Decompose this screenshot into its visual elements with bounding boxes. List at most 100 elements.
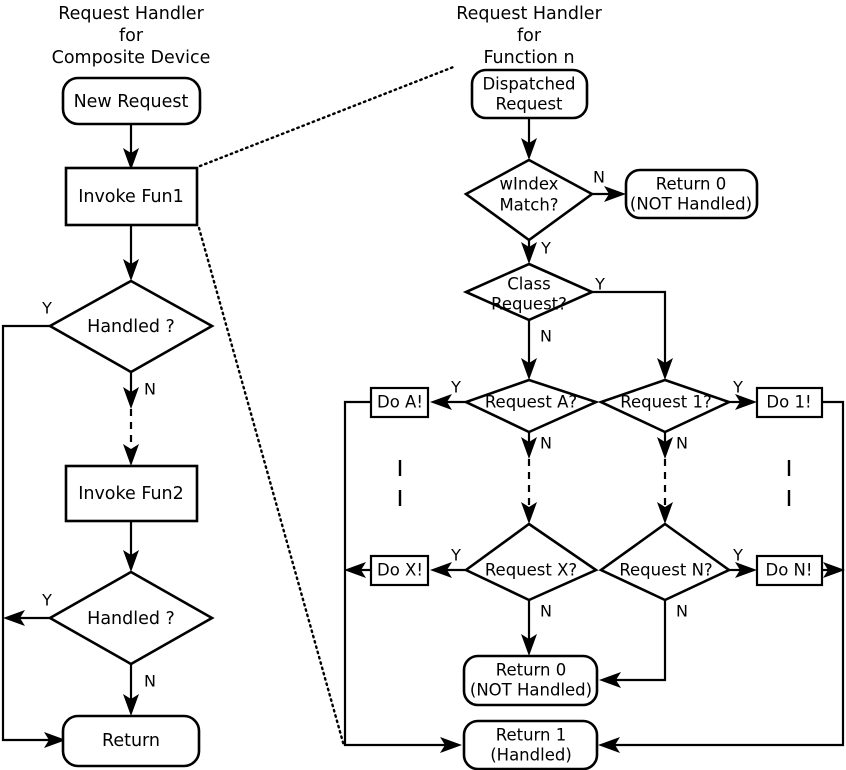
node-request-a-label: Request A? — [485, 393, 577, 412]
node-invoke-fun1[interactable]: Invoke Fun1 — [64, 166, 199, 227]
node-request-x-label: Request X? — [485, 561, 577, 580]
node-return0-top[interactable]: Return 0 (NOT Handled) — [624, 168, 759, 220]
edge-label-handled1-no: N — [144, 380, 156, 399]
edge-label-requesta-yes: Y — [450, 378, 461, 397]
node-do-x[interactable]: Do X! — [369, 554, 430, 587]
arrowhead-handled1 — [123, 259, 139, 281]
arrowhead-do-x-bus — [344, 562, 366, 578]
wire-do-a-bus — [343, 400, 450, 747]
edge-label-handled2-yes: Y — [41, 591, 52, 610]
wire-handled1-yes-bus — [1, 324, 55, 742]
node-request-1-label: Request 1? — [620, 393, 712, 412]
node-do-a[interactable]: Do A! — [369, 386, 430, 419]
node-class-request[interactable]: Class Request? — [462, 262, 596, 322]
node-class-request-line1: Class — [507, 275, 550, 294]
title-right-line3: Function n — [483, 48, 574, 68]
node-return1[interactable]: Return 1 (Handled) — [462, 719, 599, 770]
arrowhead-do-n-bus — [823, 562, 845, 578]
arrowhead-return1-left — [440, 737, 462, 753]
node-return1-shape — [462, 719, 599, 770]
arrowhead-request-1 — [657, 358, 673, 380]
node-return0-top-line2: (NOT Handled) — [630, 195, 752, 214]
node-return0-bottom-line2: (NOT Handled) — [470, 681, 592, 700]
arrowhead-return0-top — [604, 186, 626, 202]
node-invoke-fun2[interactable]: Invoke Fun2 — [64, 464, 199, 523]
node-return0-top-shape — [624, 168, 759, 220]
title-left-line2: for — [119, 26, 144, 46]
arrowhead-class-request — [521, 242, 537, 264]
title-right-line1: Request Handler — [456, 4, 602, 24]
node-class-request-shape — [462, 262, 596, 322]
node-do-1-shape — [755, 386, 824, 419]
edge-label-requestn-no: N — [676, 602, 688, 621]
node-invoke-fun2-shape — [64, 464, 199, 523]
connector-dotted-lower — [197, 226, 346, 748]
node-class-request-line2: Request? — [491, 295, 567, 314]
arrowhead-do-1 — [735, 394, 757, 410]
node-windex-match-line1: wIndex — [500, 175, 559, 194]
node-handled-2-shape — [47, 570, 215, 666]
node-request-x[interactable]: Request X? — [463, 522, 599, 602]
edge-label-requesta-no: N — [540, 434, 552, 453]
arrowhead-request-n — [657, 502, 673, 524]
edge-label-handled1-yes: Y — [41, 299, 52, 318]
node-new-request[interactable]: New Request — [61, 76, 202, 126]
node-dispatched-request[interactable]: Dispatched Request — [470, 68, 589, 120]
node-do-x-label: Do X! — [377, 561, 423, 580]
node-handled-2-label: Handled ? — [87, 609, 175, 629]
node-invoke-fun1-shape — [64, 166, 199, 227]
arrowhead-fun1 — [123, 148, 139, 170]
wire-do-1-bus — [612, 400, 845, 747]
node-return0-top-line1: Return 0 — [656, 175, 727, 194]
edge-label-class-no: N — [540, 327, 552, 346]
title-left-line3: Composite Device — [52, 48, 211, 68]
right-panel-wires — [343, 118, 845, 753]
node-invoke-fun1-label: Invoke Fun1 — [78, 187, 184, 207]
node-request-a[interactable]: Request A? — [462, 378, 600, 434]
node-return1-line1: Return 1 — [496, 726, 567, 745]
node-return0-bottom[interactable]: Return 0 (NOT Handled) — [462, 654, 599, 707]
node-return-left-shape — [61, 714, 201, 768]
node-do-a-label: Do A! — [377, 393, 423, 412]
node-request-1[interactable]: Request 1? — [597, 378, 733, 434]
node-handled-1-label: Handled ? — [87, 317, 175, 337]
node-do-a-shape — [369, 386, 430, 419]
edge-label-windex-yes: Y — [540, 239, 551, 258]
node-windex-match[interactable]: wIndex Match? — [463, 158, 595, 242]
node-invoke-fun2-label: Invoke Fun2 — [78, 484, 184, 504]
node-handled-1[interactable]: Handled ? — [47, 279, 215, 374]
node-new-request-label: New Request — [74, 92, 189, 112]
node-request-n[interactable]: Request N? — [598, 522, 732, 602]
arrowhead-do-a — [430, 394, 452, 410]
node-return0-bottom-shape — [462, 654, 599, 707]
node-dispatched-request-line1: Dispatched — [482, 75, 575, 94]
node-return1-line2: (Handled) — [490, 746, 572, 765]
arrowhead-request-a — [521, 358, 537, 380]
node-dispatched-request-line2: Request — [495, 95, 563, 114]
node-do-1[interactable]: Do 1! — [755, 386, 824, 419]
node-handled-2[interactable]: Handled ? — [47, 570, 215, 666]
node-dispatched-request-shape — [470, 68, 589, 120]
arrowhead-windex — [521, 138, 537, 160]
arrowhead-return1-right — [598, 737, 620, 753]
node-do-n[interactable]: Do N! — [755, 554, 824, 587]
arrowhead-handled2 — [123, 550, 139, 572]
edge-label-requestx-yes: Y — [450, 546, 461, 565]
node-request-a-shape — [462, 378, 600, 434]
arrowhead-return-left — [44, 732, 66, 748]
edge-label-handled2-no: N — [144, 672, 156, 691]
node-return-left[interactable]: Return — [61, 714, 201, 768]
node-request-n-shape — [598, 522, 732, 602]
title-right: Request Handler for Function n — [456, 4, 602, 68]
arrowhead-requesta-no — [521, 437, 537, 459]
node-windex-match-shape — [463, 158, 595, 242]
node-windex-match-line2: Match? — [499, 196, 558, 215]
node-return-left-label: Return — [102, 731, 160, 751]
node-do-n-label: Do N! — [765, 561, 812, 580]
arrowhead-return0-bottom — [521, 634, 537, 656]
arrowhead-handled2-yes — [3, 610, 25, 626]
node-request-1-shape — [597, 378, 733, 434]
arrowhead-handled1-no — [123, 387, 139, 409]
